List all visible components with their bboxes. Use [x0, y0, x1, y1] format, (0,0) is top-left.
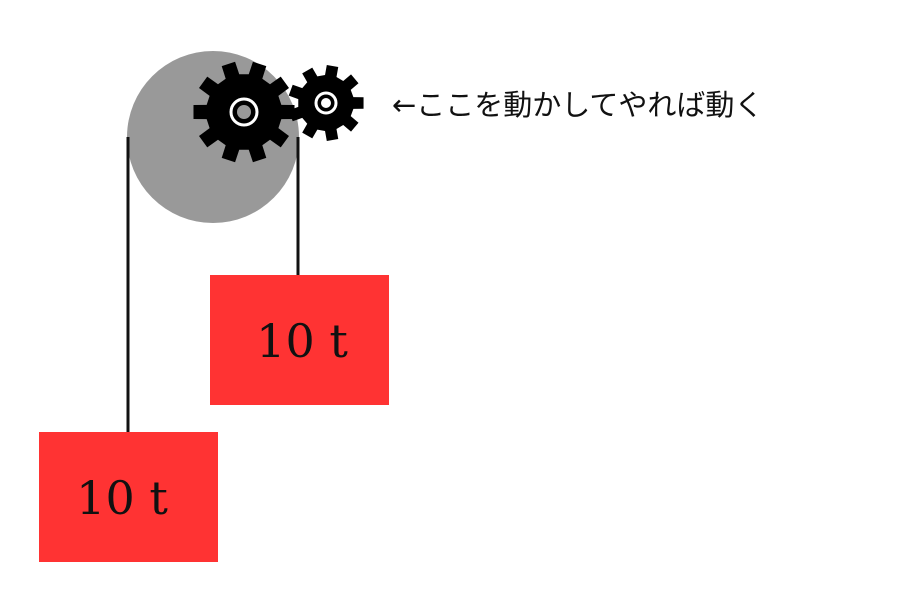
small-gear-body	[288, 65, 364, 141]
large-gear-body	[193, 61, 295, 163]
weight-right-block	[210, 275, 389, 405]
weight-right-label: 10 t	[256, 314, 348, 368]
weight-left-block	[39, 432, 218, 562]
caption-text: ←ここを動かしてやれば動く	[392, 88, 763, 122]
weight-left: 10 t	[39, 432, 218, 562]
large-gear-ring	[229, 97, 259, 127]
weight-right: 10 t	[210, 275, 389, 405]
weight-left-label: 10 t	[76, 471, 168, 525]
small-gear-icon[interactable]	[288, 65, 364, 141]
large-gear-icon[interactable]	[193, 61, 295, 163]
small-gear-ring	[314, 91, 338, 115]
